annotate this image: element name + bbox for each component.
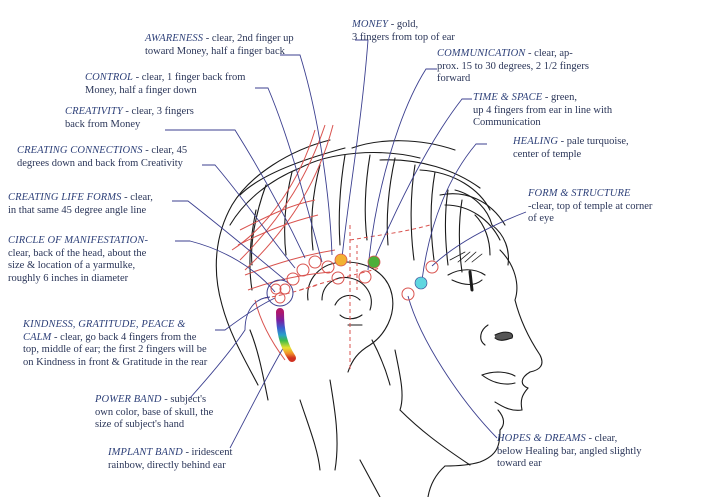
implant-band-rainbow xyxy=(276,308,296,362)
energy-lines xyxy=(231,124,431,370)
label-awareness: AWARENESS - clear, 2nd finger up toward … xyxy=(145,33,294,57)
chakra-markers xyxy=(266,253,439,307)
label-creating-life-forms: CREATING LIFE FORMS - clear, in that sam… xyxy=(8,192,153,216)
label-healing: HEALING - pale turquoise, center of temp… xyxy=(513,136,629,160)
leader-lines xyxy=(165,39,527,449)
label-money: MONEY - gold, 3 fingers from top of ear xyxy=(352,19,455,43)
head-line-art xyxy=(215,139,543,497)
label-circle-of-manifestation: CIRCLE OF MANIFESTATION- clear, back of … xyxy=(8,235,149,284)
label-creating-connections: CREATING CONNECTIONS - clear, 45 degrees… xyxy=(17,145,188,169)
label-hopes-dreams: HOPES & DREAMS - clear, below Healing ba… xyxy=(497,433,642,469)
label-time-space: TIME & SPACE - green, up 4 fingers from … xyxy=(473,92,613,128)
label-creativity: CREATIVITY - clear, 3 fingers back from … xyxy=(65,106,194,130)
label-power-band: POWER BAND - subject's own color, base o… xyxy=(95,394,214,430)
label-form-structure: FORM & STRUCTURE -clear, top of temple a… xyxy=(528,188,653,224)
label-kindness-gratitude-peace-calm: KINDNESS, GRATITUDE, PEACE & CALM - clea… xyxy=(23,319,208,368)
label-communication: COMMUNICATION - clear, ap- prox. 15 to 3… xyxy=(437,48,589,84)
label-control: CONTROL - clear, 1 finger back from Mone… xyxy=(85,72,246,96)
label-implant-band: IMPLANT BAND - iridescent rainbow, direc… xyxy=(108,447,233,471)
